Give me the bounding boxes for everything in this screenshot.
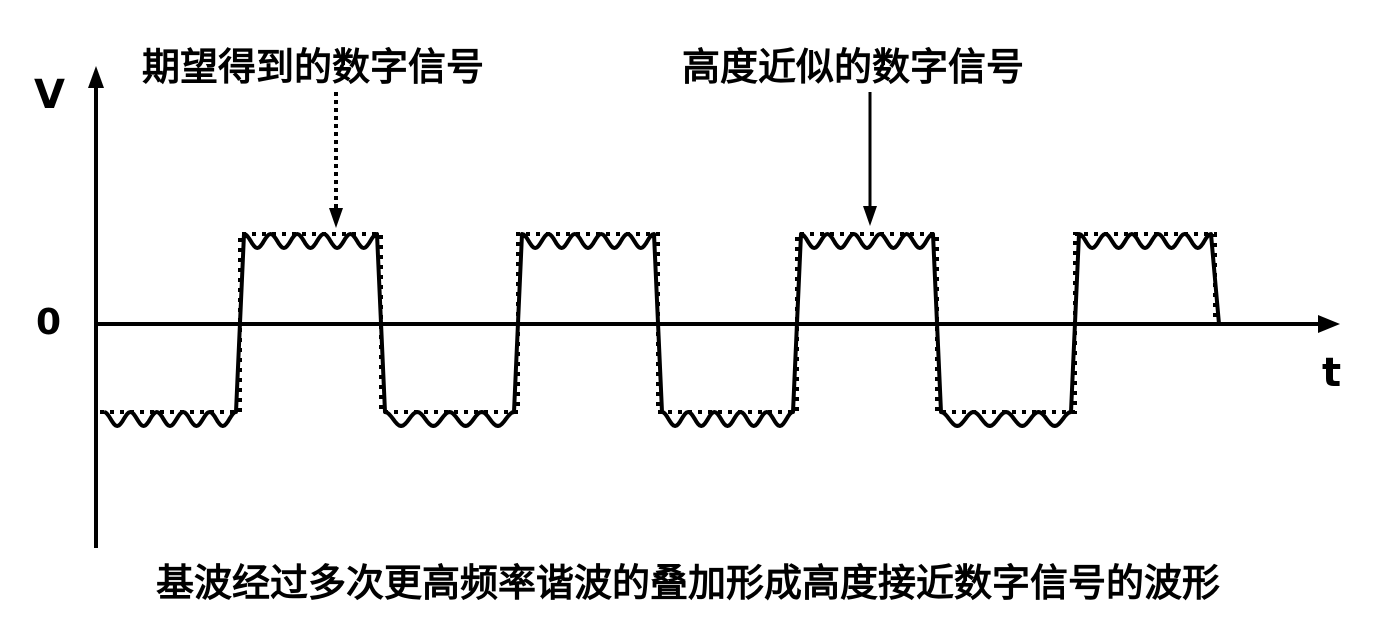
ideal-pointer-arrow-icon (329, 208, 343, 228)
caption: 基波经过多次更高频率谐波的叠加形成高度接近数字信号的波形 (156, 561, 1221, 605)
approx-pointer-arrow-icon (863, 206, 877, 226)
x-axis-arrow-icon (1318, 315, 1340, 333)
approx-signal-label: 高度近似的数字信号 (682, 45, 1025, 89)
zero-label: 0 (36, 302, 62, 343)
approx-square-wave (103, 232, 1221, 428)
x-axis-label: t (1322, 350, 1342, 396)
y-axis-arrow-icon (88, 66, 104, 88)
ideal-signal-label: 期望得到的数字信号 (142, 45, 485, 89)
y-axis-label: V (34, 72, 65, 118)
